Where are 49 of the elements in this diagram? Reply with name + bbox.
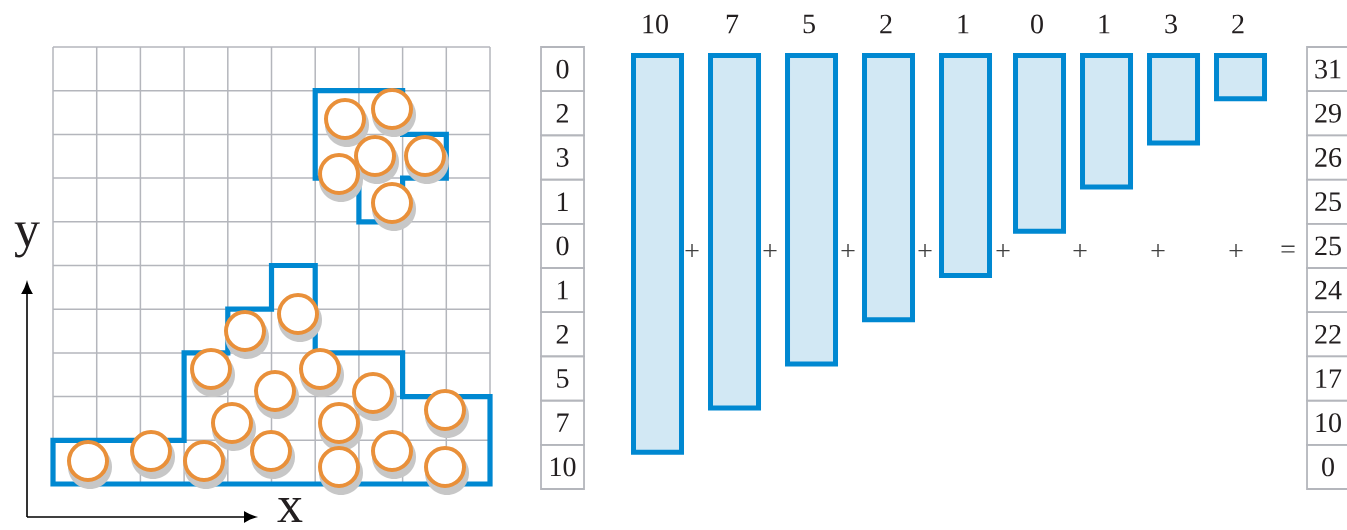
bar [631,53,684,455]
bar-label: 5 [803,14,815,34]
table-cell: 5 [540,355,585,402]
bar [708,53,761,411]
table-cell: 0 [540,46,585,93]
table-cell: 29 [1306,90,1347,137]
bar [1013,53,1066,234]
operator-sign: + [841,244,855,258]
operator-sign: + [1073,244,1087,258]
table-cell: 7 [540,399,585,446]
operator-sign: + [918,244,932,258]
bar [1214,53,1267,102]
operator-sign: + [763,244,777,258]
bar-label: 1 [958,14,969,34]
table-cell: 2 [540,311,585,358]
table-cell: 0 [1306,443,1347,490]
bar [1080,53,1133,190]
axis-label: y [14,222,40,258]
bar [785,53,838,367]
operator-sign: + [685,244,699,258]
table-cell: 31 [1306,46,1347,93]
bar [1147,53,1200,146]
bar-label: 10 [643,14,668,34]
bar-label: 2 [880,14,892,34]
operator-sign: + [1151,244,1165,258]
axis-label: x [277,498,303,522]
bar-label: 7 [726,14,739,34]
table-cell: 10 [540,443,585,490]
table-cell: 2 [540,90,585,137]
table-cell: 24 [1306,267,1347,314]
table-cell: 22 [1306,311,1347,358]
bar-label: 2 [1232,14,1244,34]
bar-label: 3 [1165,14,1177,34]
table-cell: 3 [540,134,585,181]
operator-sign: + [996,244,1010,258]
table-cell: 25 [1306,222,1347,269]
table-cell: 17 [1306,355,1347,402]
bar-label: 1 [1099,14,1110,34]
table-cell: 10 [1306,399,1347,446]
table-cell: 26 [1306,134,1347,181]
bar [939,53,992,278]
bar-label: 0 [1031,14,1043,34]
operator-sign: = [1281,245,1295,253]
operator-sign: + [1229,244,1243,258]
table-cell: 1 [540,178,585,225]
table-cell: 25 [1306,178,1347,225]
bar [862,53,915,323]
table-cell: 0 [540,222,585,269]
table-cell: 1 [540,267,585,314]
